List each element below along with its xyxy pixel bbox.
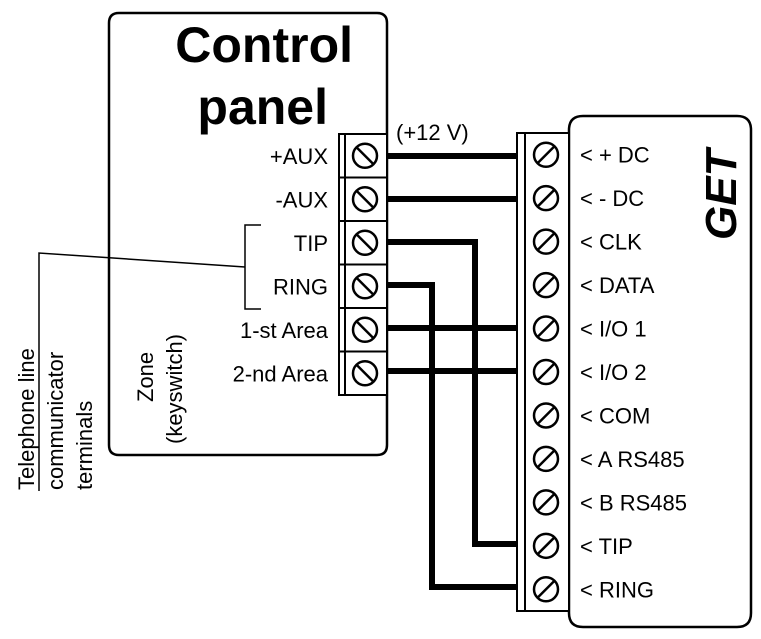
- screw-icon: [532, 141, 560, 168]
- control-panel-terminal-label: 2-nd Area: [233, 361, 329, 386]
- zone-label-line1: Zone: [133, 352, 158, 402]
- get-terminal-block: [516, 132, 570, 612]
- screw-icon: [351, 316, 379, 343]
- get-module-title: GET: [697, 146, 746, 240]
- screw-icon: [532, 402, 560, 429]
- get-terminal-label: < I/O 2: [580, 360, 647, 385]
- voltage-label: (+12 V): [396, 120, 469, 145]
- wire-ring: [387, 282, 517, 590]
- get-terminal-label: < RING: [580, 577, 654, 602]
- screw-icon: [351, 186, 379, 213]
- get-terminal-label: < DATA: [580, 273, 655, 298]
- get-terminal-label: < B RS485: [580, 490, 687, 515]
- screw-icon: [532, 576, 560, 603]
- screw-icon: [532, 271, 560, 299]
- screw-icon: [351, 273, 379, 300]
- screw-icon: [532, 489, 560, 516]
- screw-icon: [532, 184, 560, 212]
- control-panel-terminal-label: TIP: [294, 231, 328, 256]
- screw-icon: [532, 228, 560, 255]
- wire-tip: [387, 239, 517, 547]
- zone-label: Zone (keyswitch): [133, 334, 187, 444]
- get-module-box: [567, 114, 753, 629]
- telephone-label-line2: communicator: [43, 352, 68, 490]
- control-panel-terminal-label: 1-st Area: [240, 318, 329, 343]
- wires: [387, 153, 517, 590]
- tip-ring-bracket: [244, 224, 261, 310]
- screw-icon: [532, 532, 560, 560]
- get-terminal-label: < TIP: [580, 534, 633, 559]
- screw-icon: [532, 445, 560, 473]
- screw-icon: [351, 360, 379, 387]
- get-terminal-label: < COM: [580, 403, 650, 428]
- get-terminal-label: < A RS485: [580, 447, 685, 472]
- screw-icon: [351, 142, 379, 169]
- get-terminal-label: < I/O 1: [580, 317, 647, 342]
- get-terminal-label: < - DC: [580, 186, 644, 211]
- telephone-label: Telephone line communicator terminals: [14, 348, 97, 490]
- telephone-label-line3: terminals: [72, 401, 97, 490]
- telephone-leader-line: [38, 252, 246, 491]
- zone-label-line2: (keyswitch): [162, 334, 187, 444]
- screw-icon: [532, 315, 560, 342]
- get-terminal-label: < CLK: [580, 230, 642, 255]
- control-panel-terminal-block: [338, 133, 388, 396]
- get-terminal-label: < + DC: [580, 143, 650, 168]
- telephone-label-line1: Telephone line: [14, 348, 39, 490]
- control-panel-terminal-label: +AUX: [270, 144, 328, 169]
- screw-icon: [351, 229, 379, 256]
- control-panel-title-line2: panel: [197, 79, 328, 135]
- screw-icon: [532, 358, 560, 386]
- control-panel-box: [107, 11, 389, 457]
- control-panel-terminal-label: -AUX: [275, 187, 328, 212]
- control-panel-title-line1: Control: [175, 17, 353, 73]
- control-panel-terminal-label: RING: [273, 274, 328, 299]
